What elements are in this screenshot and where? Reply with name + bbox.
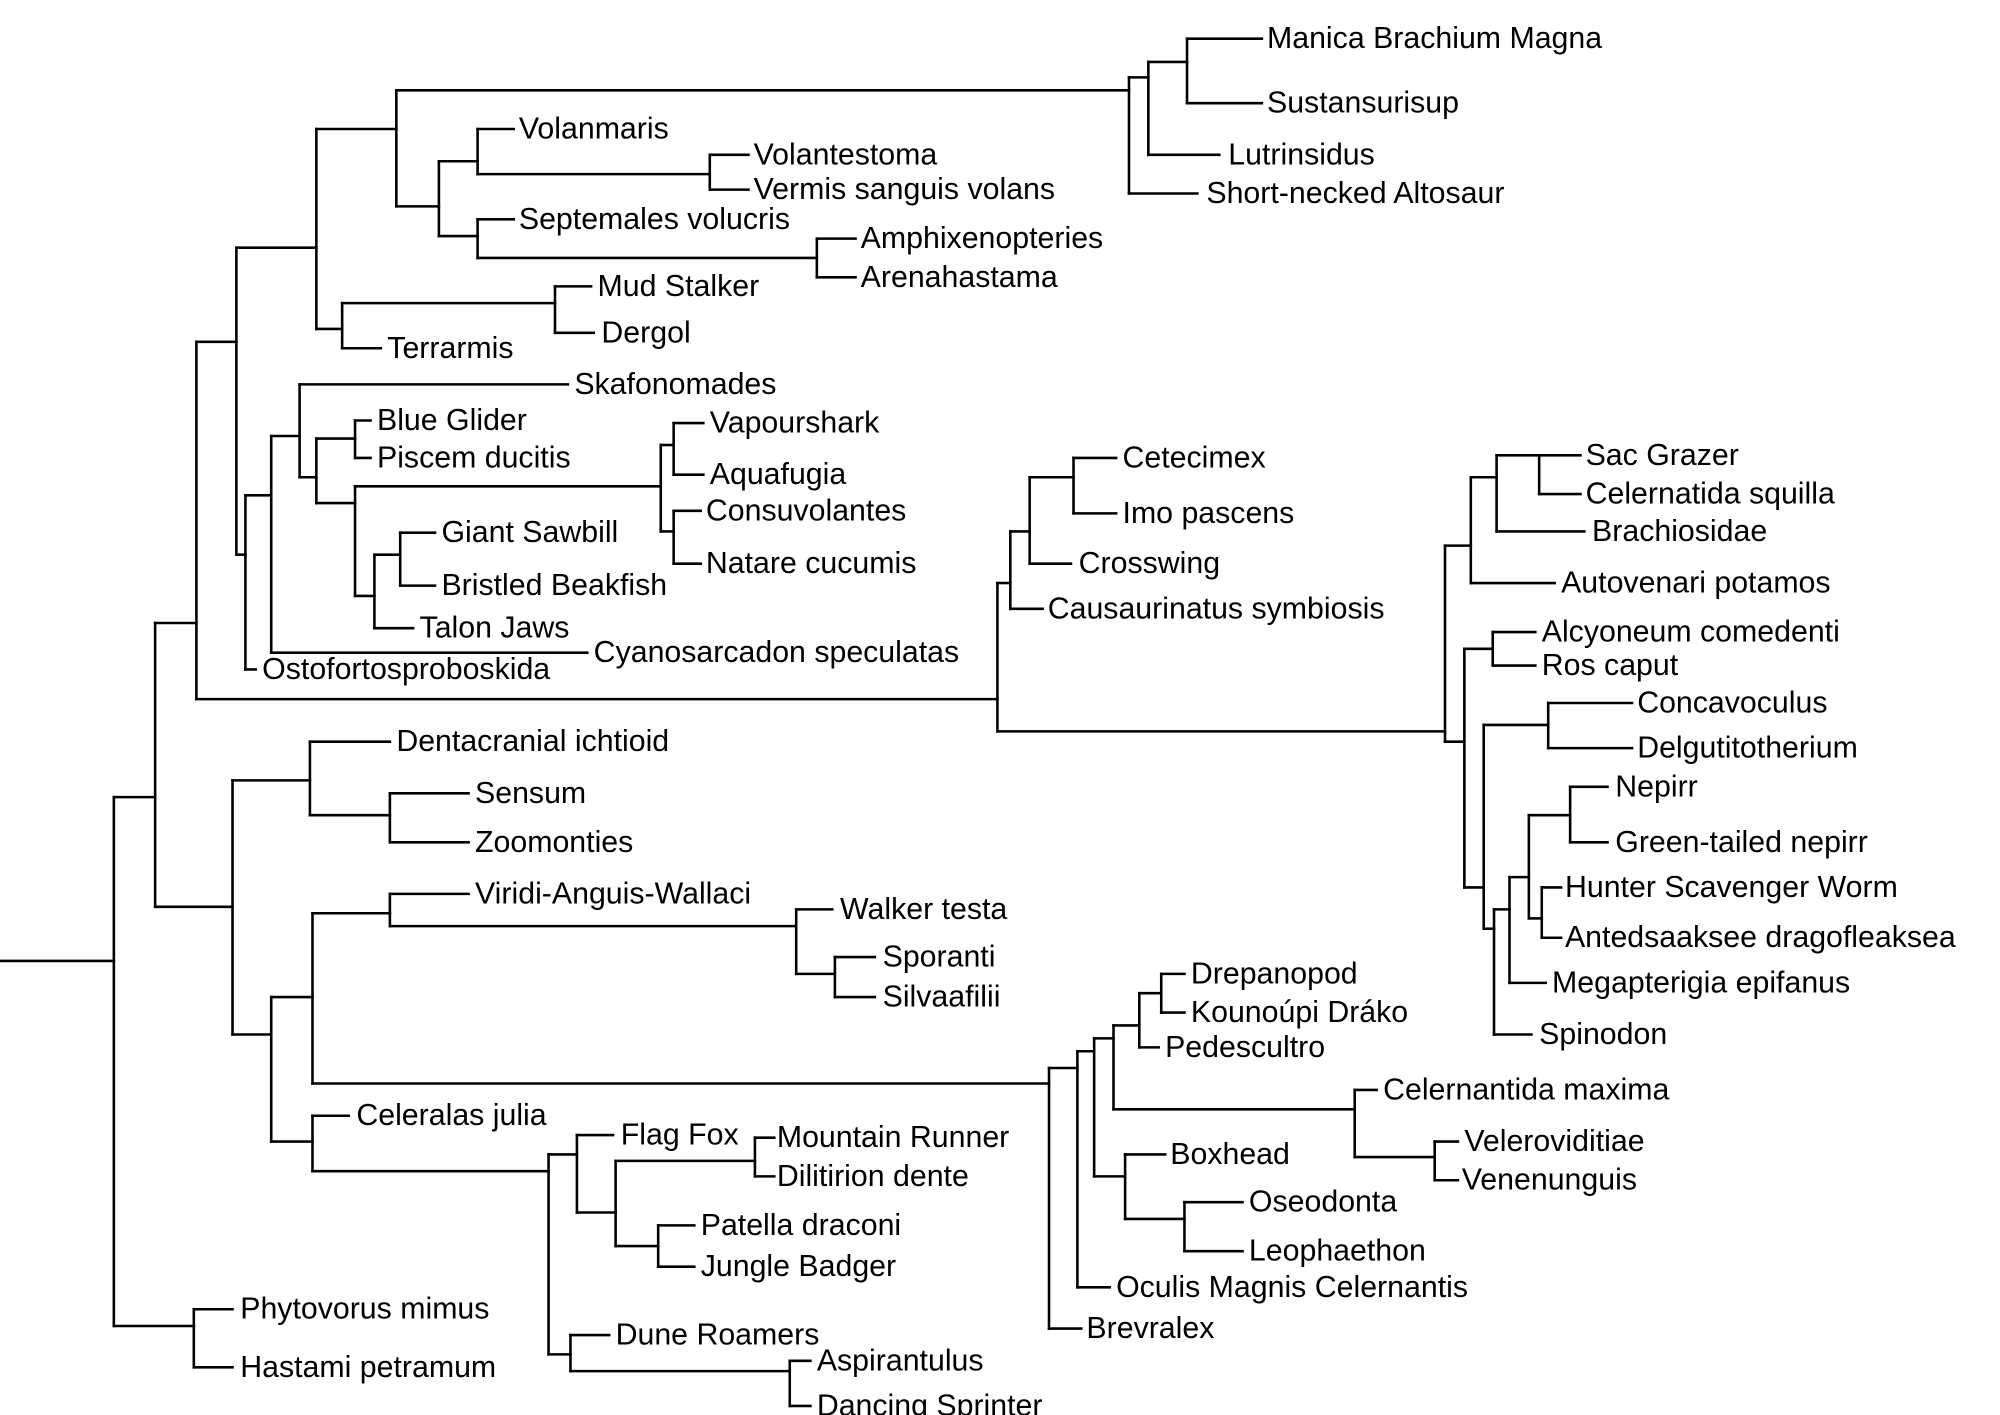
taxon-label: Crosswing bbox=[1079, 547, 1220, 580]
taxon-label: Causaurinatus symbiosis bbox=[1048, 592, 1385, 625]
taxon-label: Veleroviditiae bbox=[1464, 1125, 1644, 1158]
taxon-label: Drepanopod bbox=[1191, 957, 1358, 990]
taxon-label: Spinodon bbox=[1539, 1018, 1667, 1051]
taxon-label: Amphixenopteries bbox=[861, 222, 1104, 255]
taxon-label: Celeralas julia bbox=[356, 1099, 546, 1132]
taxon-label: Giant Sawbill bbox=[441, 516, 618, 549]
taxon-label: Zoomonties bbox=[475, 826, 633, 859]
taxon-label: Vermis sanguis volans bbox=[754, 173, 1055, 206]
taxon-label: Lutrinsidus bbox=[1228, 138, 1375, 171]
taxon-label: Cyanosarcadon speculatas bbox=[594, 636, 959, 669]
taxon-label: Concavoculus bbox=[1637, 686, 1827, 719]
taxon-label: Sensum bbox=[475, 777, 586, 810]
taxon-label: Dentacranial ichtioid bbox=[396, 725, 669, 758]
taxon-label: Alcyoneum comedenti bbox=[1542, 616, 1840, 649]
taxon-labels: Manica Brachium MagnaSustansurisupLutrin… bbox=[240, 22, 1956, 1415]
taxon-label: Ros caput bbox=[1542, 649, 1679, 682]
taxon-label: Dilitirion dente bbox=[777, 1160, 969, 1193]
taxon-label: Silvaafilii bbox=[883, 981, 1001, 1014]
taxon-label: Arenahastama bbox=[861, 261, 1058, 294]
taxon-label: Dancing Sprinter bbox=[817, 1389, 1043, 1415]
taxon-label: Leophaethon bbox=[1249, 1235, 1426, 1268]
taxon-label: Cetecimex bbox=[1123, 441, 1266, 474]
taxon-label: Imo pascens bbox=[1123, 497, 1295, 530]
taxon-label: Oseodonta bbox=[1249, 1186, 1397, 1219]
taxon-label: Flag Fox bbox=[621, 1119, 739, 1152]
taxon-label: Bristled Beakfish bbox=[441, 569, 667, 602]
taxon-label: Mountain Runner bbox=[777, 1121, 1009, 1154]
taxon-label: Oculis Magnis Celernantis bbox=[1116, 1271, 1468, 1304]
taxon-label: Aquafugia bbox=[710, 458, 847, 491]
taxon-label: Antedsaaksee dragofleaksea bbox=[1565, 921, 1956, 954]
taxon-label: Autovenari potamos bbox=[1561, 567, 1830, 600]
taxon-label: Natare cucumis bbox=[706, 547, 916, 580]
taxon-label: Hunter Scavenger Worm bbox=[1565, 871, 1898, 904]
taxon-label: Brevralex bbox=[1086, 1312, 1214, 1345]
taxon-label: Hastami petramum bbox=[240, 1351, 496, 1384]
taxon-label: Megapterigia epifanus bbox=[1552, 966, 1850, 999]
taxon-label: Blue Glider bbox=[377, 404, 527, 437]
tree-branches bbox=[0, 37, 1634, 1408]
taxon-label: Talon Jaws bbox=[420, 612, 570, 645]
taxon-label: Celernatida squilla bbox=[1586, 478, 1835, 511]
taxon-label: Vapourshark bbox=[710, 407, 880, 440]
taxon-label: Sac Grazer bbox=[1586, 439, 1739, 472]
taxon-label: Sustansurisup bbox=[1267, 87, 1459, 120]
taxon-label: Venenunguis bbox=[1462, 1164, 1637, 1197]
taxon-label: Green-tailed nepirr bbox=[1615, 826, 1868, 859]
taxon-label: Volanmaris bbox=[519, 112, 669, 145]
taxon-label: Manica Brachium Magna bbox=[1267, 22, 1602, 55]
taxon-label: Septemales volucris bbox=[519, 203, 790, 236]
taxon-label: Terrarmis bbox=[387, 332, 513, 365]
taxon-label: Aspirantulus bbox=[817, 1344, 984, 1377]
taxon-label: Volantestoma bbox=[754, 138, 938, 171]
taxon-label: Dergol bbox=[601, 316, 690, 349]
taxon-label: Delgutitotherium bbox=[1637, 732, 1858, 765]
taxon-label: Short-necked Altosaur bbox=[1206, 177, 1504, 210]
taxon-label: Sporanti bbox=[883, 941, 996, 974]
taxon-label: Patella draconi bbox=[701, 1209, 901, 1242]
taxon-label: Celernantida maxima bbox=[1383, 1073, 1669, 1106]
taxon-label: Brachiosidae bbox=[1592, 515, 1767, 548]
taxon-label: Walker testa bbox=[840, 893, 1007, 926]
taxon-label: Kounoúpi Dráko bbox=[1191, 996, 1408, 1029]
taxon-label: Phytovorus mimus bbox=[240, 1293, 489, 1326]
taxon-label: Dune Roamers bbox=[616, 1319, 820, 1352]
taxon-label: Boxhead bbox=[1170, 1138, 1290, 1171]
taxon-label: Pedescultro bbox=[1165, 1031, 1325, 1064]
taxon-label: Ostofortosproboskida bbox=[262, 653, 550, 686]
taxon-label: Nepirr bbox=[1615, 770, 1698, 803]
taxon-label: Jungle Badger bbox=[701, 1250, 896, 1283]
taxon-label: Skafonomades bbox=[574, 368, 776, 401]
taxon-label: Mud Stalker bbox=[598, 270, 760, 303]
taxon-label: Viridi-Anguis-Wallaci bbox=[475, 877, 751, 910]
taxon-label: Consuvolantes bbox=[706, 494, 906, 527]
taxon-label: Piscem ducitis bbox=[377, 441, 571, 474]
